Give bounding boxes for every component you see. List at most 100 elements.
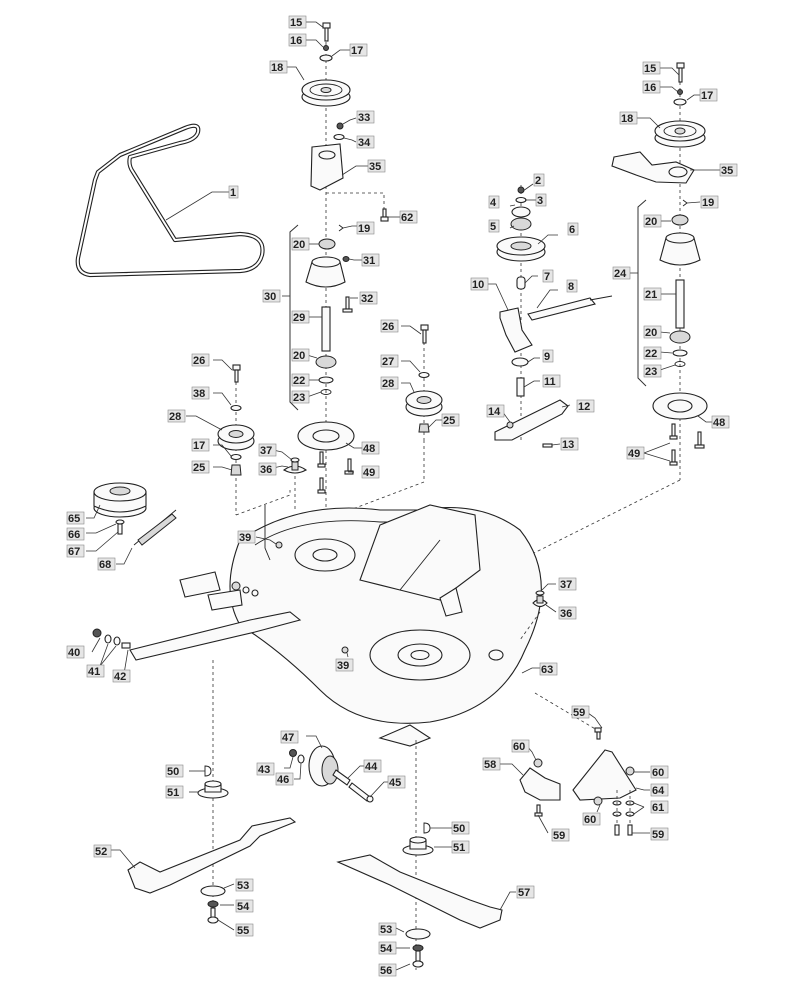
callout-33: 33 xyxy=(356,110,375,124)
svg-text:26: 26 xyxy=(193,355,205,367)
callout-36-left: 36 xyxy=(258,462,277,476)
callout-59-top: 59 xyxy=(571,705,590,719)
svg-text:8: 8 xyxy=(568,281,574,293)
svg-text:54: 54 xyxy=(237,901,250,913)
svg-text:33: 33 xyxy=(358,112,370,124)
svg-text:1: 1 xyxy=(230,187,236,199)
callout-34: 34 xyxy=(356,135,375,149)
callout-52: 52 xyxy=(93,844,112,858)
svg-text:57: 57 xyxy=(518,887,530,899)
svg-text:18: 18 xyxy=(621,113,633,125)
callout-30: 30 xyxy=(262,289,281,303)
callout-51-left: 51 xyxy=(165,785,184,799)
callout-35-left: 35 xyxy=(367,159,386,173)
svg-text:52: 52 xyxy=(95,846,107,858)
blade-left-assembly xyxy=(127,660,297,924)
spindle-stack-left xyxy=(289,22,389,520)
callout-5: 5 xyxy=(488,219,500,233)
callout-45: 45 xyxy=(387,775,406,789)
svg-text:3: 3 xyxy=(537,195,543,207)
callout-13: 13 xyxy=(560,437,579,451)
svg-text:45: 45 xyxy=(389,777,401,789)
callout-53-right: 53 xyxy=(378,922,397,936)
callout-59-left: 59 xyxy=(551,828,570,842)
callout-46: 46 xyxy=(275,772,294,786)
svg-text:37: 37 xyxy=(260,445,272,457)
height-adjuster-right xyxy=(519,590,548,641)
callout-56: 56 xyxy=(378,963,397,977)
callout-24: 24 xyxy=(612,266,631,280)
callout-25-left: 25 xyxy=(191,460,210,474)
callout-39-upper: 39 xyxy=(237,530,256,544)
svg-text:51: 51 xyxy=(453,842,465,854)
svg-text:68: 68 xyxy=(99,559,111,571)
mulch-plate-assembly xyxy=(519,692,637,836)
callout-66: 66 xyxy=(66,527,85,541)
svg-text:31: 31 xyxy=(363,255,375,267)
svg-text:39: 39 xyxy=(337,660,349,672)
callout-51-right: 51 xyxy=(451,840,470,854)
callout-59-right: 59 xyxy=(650,827,669,841)
idler-stack-center xyxy=(349,324,443,511)
svg-text:18: 18 xyxy=(271,62,283,74)
callout-48-right: 48 xyxy=(711,415,730,429)
lift-arm xyxy=(92,581,302,661)
svg-text:59: 59 xyxy=(553,830,565,842)
svg-text:60: 60 xyxy=(513,741,525,753)
roller-assembly xyxy=(289,745,374,803)
rod-39 xyxy=(264,505,271,561)
callout-14: 14 xyxy=(486,404,505,418)
callout-17-left: 17 xyxy=(349,43,368,57)
svg-text:13: 13 xyxy=(562,439,574,451)
height-adjuster-left xyxy=(282,457,308,510)
callout-22-right: 22 xyxy=(643,346,662,360)
callout-58: 58 xyxy=(482,757,501,771)
callout-60-lower: 60 xyxy=(582,812,601,826)
callout-65: 65 xyxy=(66,511,85,525)
callout-6: 6 xyxy=(567,222,579,236)
callout-68: 68 xyxy=(97,557,116,571)
svg-text:65: 65 xyxy=(68,513,80,525)
svg-text:14: 14 xyxy=(488,406,501,418)
svg-text:16: 16 xyxy=(290,35,302,47)
callout-38: 38 xyxy=(191,386,210,400)
svg-text:20: 20 xyxy=(293,239,305,251)
svg-text:20: 20 xyxy=(293,350,305,362)
callout-7: 7 xyxy=(542,269,554,283)
callout-60-left: 60 xyxy=(511,739,530,753)
callout-20-right-upper: 20 xyxy=(643,214,662,228)
svg-text:60: 60 xyxy=(652,767,664,779)
callout-16-right: 16 xyxy=(642,80,661,94)
callout-18-right: 18 xyxy=(619,111,638,125)
callout-49-right: 49 xyxy=(626,446,645,460)
callout-50-left: 50 xyxy=(165,764,184,778)
svg-text:59: 59 xyxy=(652,829,664,841)
callout-3: 3 xyxy=(535,193,547,207)
svg-text:28: 28 xyxy=(382,378,394,390)
svg-text:47: 47 xyxy=(282,732,294,744)
callout-20-right-lower: 20 xyxy=(643,325,662,339)
svg-text:9: 9 xyxy=(544,351,550,363)
callout-19-left: 19 xyxy=(356,221,375,235)
callout-23-right: 23 xyxy=(643,364,662,378)
svg-text:44: 44 xyxy=(365,761,378,773)
svg-text:67: 67 xyxy=(68,546,80,558)
svg-text:38: 38 xyxy=(193,388,205,400)
svg-text:26: 26 xyxy=(382,321,394,333)
svg-text:49: 49 xyxy=(363,467,375,479)
svg-text:17: 17 xyxy=(701,90,713,102)
callout-15-right: 15 xyxy=(642,61,661,75)
svg-text:10: 10 xyxy=(472,279,484,291)
svg-text:48: 48 xyxy=(363,443,375,455)
callout-67: 67 xyxy=(66,544,85,558)
callout-57: 57 xyxy=(516,885,535,899)
callout-49-left: 49 xyxy=(361,465,380,479)
svg-text:22: 22 xyxy=(645,348,657,360)
svg-text:5: 5 xyxy=(490,221,496,233)
callout-22-left: 22 xyxy=(291,373,310,387)
idler-stack-left xyxy=(217,364,291,516)
callout-36-right: 36 xyxy=(558,606,577,620)
callout-31: 31 xyxy=(361,253,380,267)
svg-text:6: 6 xyxy=(569,224,575,236)
svg-text:34: 34 xyxy=(358,137,371,149)
